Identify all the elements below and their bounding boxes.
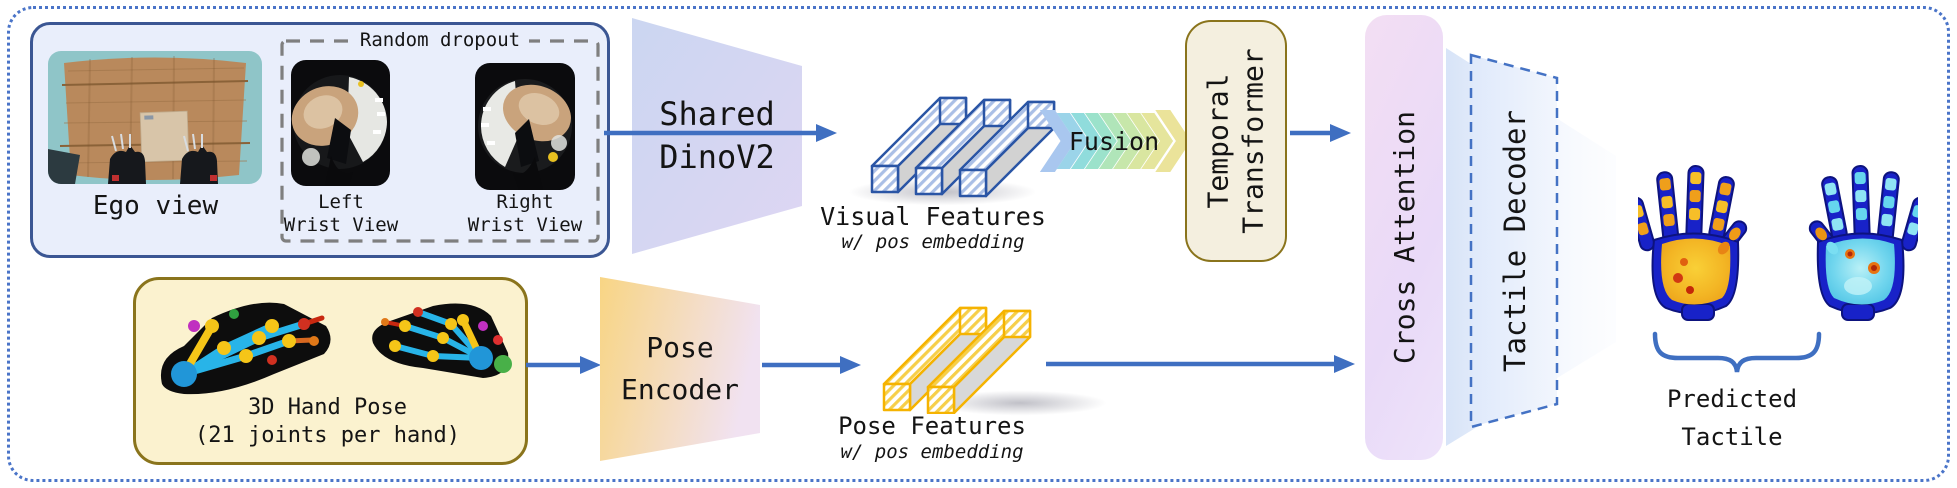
random-dropout-label: Random dropout: [280, 29, 600, 52]
fusion-chevrons-icon: [1039, 110, 1190, 172]
arrow-pose-input-to-encoder: [526, 356, 601, 374]
fusion-label: Fusion: [1068, 126, 1160, 156]
left-wrist-photo: [291, 60, 390, 186]
pose-input-panel: 3D Hand Pose (21 joints per hand): [133, 277, 528, 465]
right-wrist-photo: [475, 63, 575, 190]
temporal-transformer-block: Temporal Transformer: [1185, 20, 1287, 262]
ego-view-photo: [48, 51, 262, 184]
figure-border: [7, 6, 1950, 482]
predicted-tactile-hands: [1638, 165, 1918, 321]
shared-encoder-label: Shared DinoV2: [659, 95, 775, 176]
tactile-decoder-label: Tactile Decoder: [1498, 110, 1532, 372]
visual-features-bars: [870, 96, 1056, 198]
predicted-tactile-label: Predicted Tactile: [1666, 385, 1798, 451]
arrow-encoder-to-pose-features: [762, 356, 861, 374]
cross-attention-label: Cross Attention: [1387, 111, 1421, 364]
tactile-decoder-label-wrap: Tactile Decoder: [1468, 52, 1562, 430]
pose-features-label: Pose Features: [838, 412, 1026, 440]
temporal-transformer-label: Temporal Transformer: [1202, 48, 1270, 234]
pose-encoder-block: [600, 277, 760, 461]
left-hand: [1638, 165, 1748, 321]
underbrace-icon: [1652, 331, 1822, 373]
left-wrist-label: Left Wrist View: [283, 191, 399, 236]
cross-attention-block: Cross Attention: [1365, 15, 1443, 460]
shared-encoder-block: [632, 18, 802, 254]
right-hand: [1808, 165, 1918, 321]
pose-features-note: w/ pos embedding: [840, 441, 1024, 463]
ego-view-label: Ego view: [92, 191, 219, 221]
pose-features-bars: [882, 306, 1032, 414]
visual-input-panel: Ego view Random dropout: [30, 22, 610, 258]
visual-features-label: Visual Features: [820, 202, 1046, 231]
arrow-temporal-to-cross: [1290, 124, 1351, 142]
pose-input-label: 3D Hand Pose (21 joints per hand): [195, 395, 460, 448]
visual-features-note: w/ pos embedding: [841, 231, 1025, 253]
arrow-visual-input-to-features: [604, 124, 837, 142]
right-wrist-label: Right Wrist View: [467, 191, 583, 236]
tactile-decoder-block: [1469, 53, 1559, 429]
pose-encoder-label: Pose Encoder: [620, 331, 739, 406]
arrow-pose-features-to-cross: [1046, 355, 1355, 373]
right-hand-skeleton: [372, 303, 512, 378]
left-hand-skeleton: [160, 302, 331, 395]
